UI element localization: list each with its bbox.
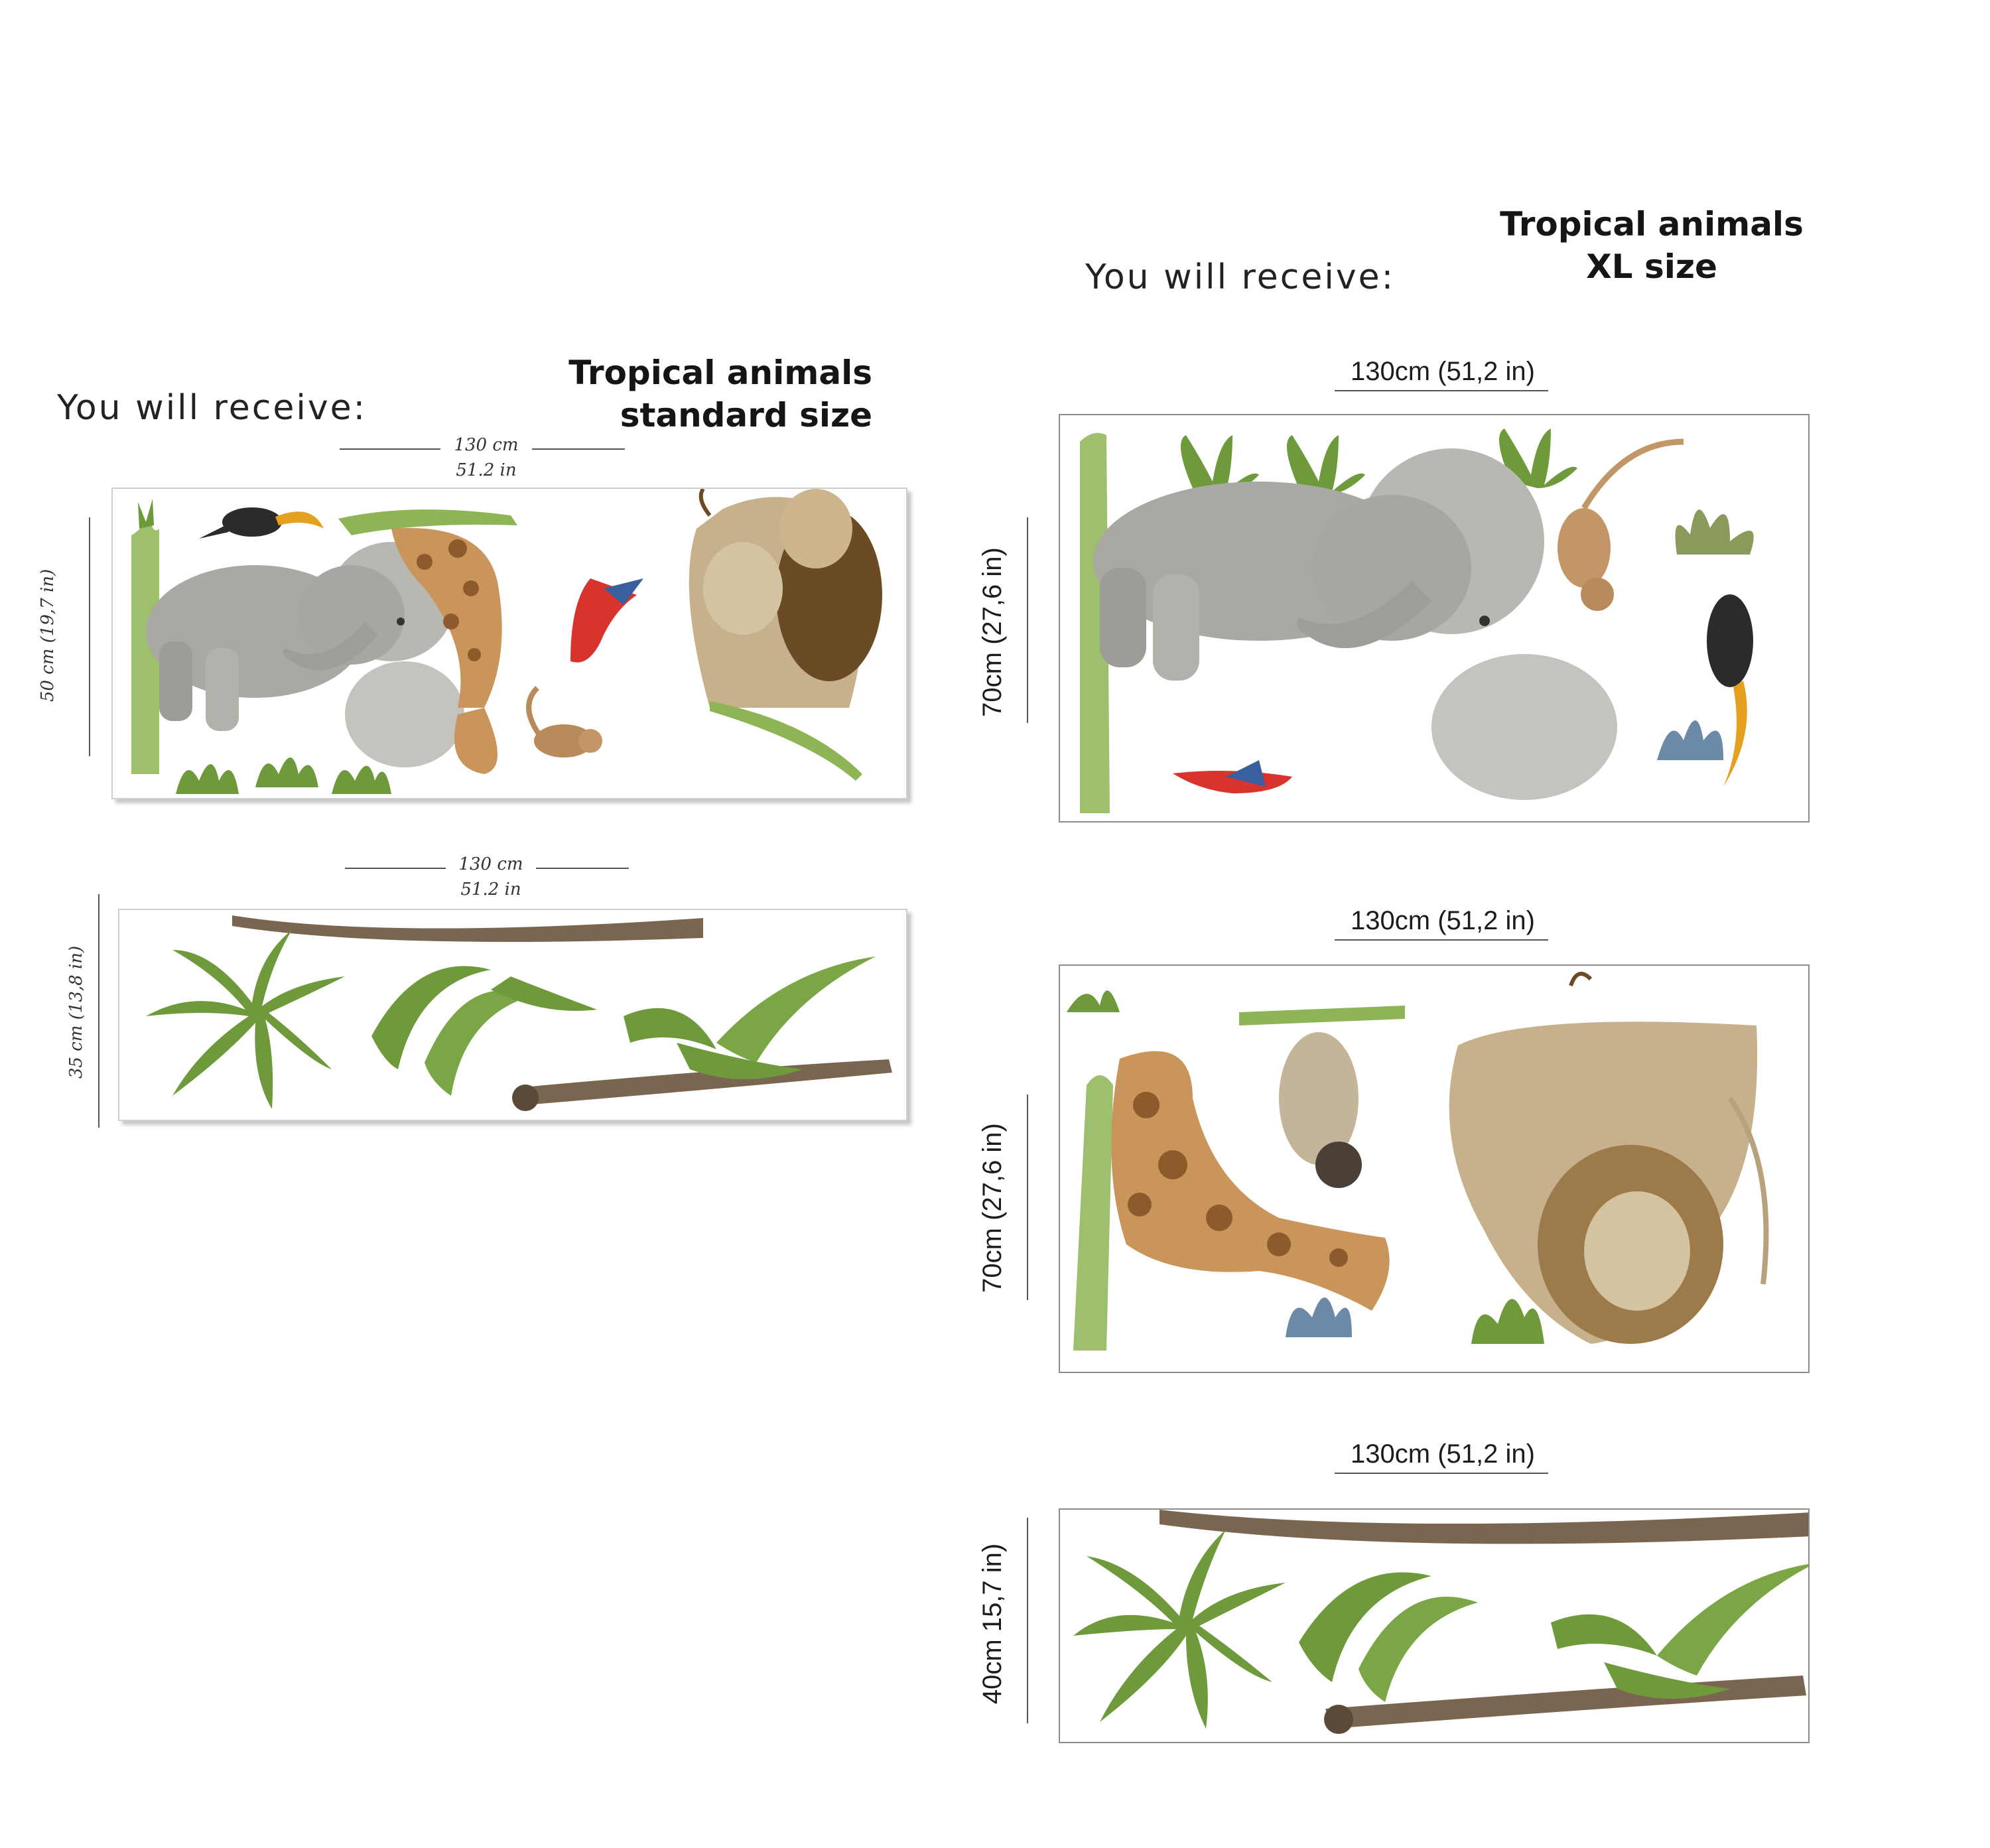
standard-title-line2: standard size [620,396,872,434]
standard-sheet2-width-in: 51.2 in [460,880,521,899]
parrot-illustration [570,578,643,663]
standard-sheet2-height-line [98,894,100,1128]
lion-illustration [1449,972,1769,1344]
xl-sheet2-height: 70cm (27,6 in) [978,1123,1007,1293]
xl-title: Tropical animals XL size [1486,203,1818,288]
giraffe-illustration [1111,1051,1390,1311]
standard-sheet2-width-line-left [345,868,446,869]
lion-illustration [689,489,882,781]
agave-plant-illustration [1181,429,1754,760]
toucan-illustration [1707,594,1753,787]
xl-sheet1-width: 130cm (51,2 in) [1351,357,1535,386]
xl-sheet2-width: 130cm (51,2 in) [1351,906,1535,935]
palm-leaf-illustration [146,930,876,1109]
grass-tuft-illustration [1067,990,1120,1351]
monkey-illustration [1239,1006,1405,1188]
grass-tuft-illustration [1080,432,1110,813]
xl-sheet2-width-line [1335,939,1548,941]
xl-sheet1-panel [1059,414,1810,823]
xl-sheet3-panel [1059,1508,1810,1743]
standard-sheet1-height-line [89,517,90,756]
elephant-illustration [1093,448,1617,800]
standard-title-line1: Tropical animals [568,354,872,392]
grass-tuft-illustration [131,499,159,774]
xl-sheet2-panel [1059,964,1810,1373]
elephant-illustration [146,542,464,767]
xl-title-line1: Tropical animals [1500,205,1804,243]
standard-sheet2-panel [118,909,907,1121]
standard-sheet2-width-cm: 130 cm [458,854,523,874]
monkey-illustration [526,686,602,758]
xl-sheet3-height: 40cm 15,7 in) [978,1543,1007,1705]
parrot-illustration [1173,760,1292,793]
giraffe-illustration [338,509,517,774]
xl-sheet1-width-line [1335,390,1548,391]
xl-sheet3-height-line [1027,1518,1028,1723]
agave-plant-illustration [1286,1297,1544,1344]
standard-sheet1-width-line-right [532,448,625,450]
standard-sheet2-width-line-right [536,868,629,869]
xl-sheet1-height-line [1027,517,1028,723]
palm-trunk-illustration [232,915,892,1111]
standard-title: Tropical animals standard size [464,352,872,436]
agave-plant-illustration [176,758,391,794]
standard-sheet1-width-cm: 130 cm [454,435,519,455]
xl-sheet1-height: 70cm (27,6 in) [978,547,1007,717]
standard-sheet1-width-in: 51.2 in [456,460,517,480]
toucan-illustration [199,507,324,539]
standard-sheet2-height: 35 cm (13,8 in) [66,945,86,1079]
xl-sheet3-width-line [1335,1473,1548,1474]
monkey-illustration [1558,438,1684,611]
standard-sheet1-width-line-left [340,448,440,450]
standard-receive-label: You will receive: [57,388,367,428]
xl-receive-label: You will receive: [1085,257,1396,297]
xl-sheet2-height-line [1027,1094,1028,1300]
xl-sheet3-width: 130cm (51,2 in) [1351,1439,1535,1469]
standard-sheet1-height: 50 cm (19,7 in) [38,568,58,702]
standard-sheet1-panel [111,488,907,799]
palm-leaf-illustration [1073,1530,1808,1729]
xl-title-line2: XL size [1586,247,1717,286]
